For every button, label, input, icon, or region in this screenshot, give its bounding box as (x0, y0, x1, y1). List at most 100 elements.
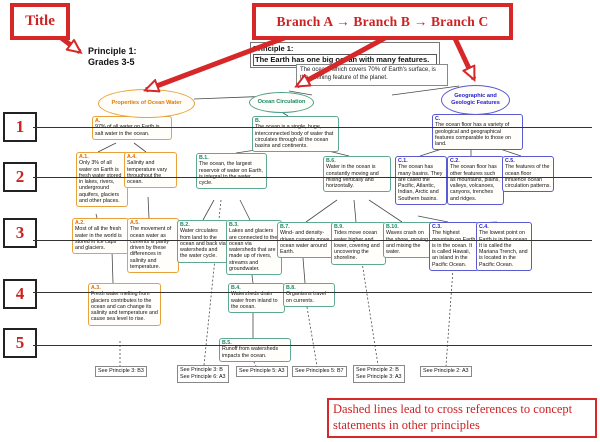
concept-box-C1: C.1. The ocean has many basins. They are… (395, 156, 447, 205)
cross-ref-text: See Principle 3: B3 (98, 368, 144, 374)
concept-label-B6: B.6. (326, 158, 336, 164)
concept-box-B: B. The ocean is a single, huge, intercon… (252, 116, 339, 153)
concept-box-C4: C.4. The lowest point on Earth is in the… (476, 222, 532, 271)
concept-box-B10: B.10. Waves crash on the shore, moving a… (383, 222, 433, 259)
concept-box-C5: C.5. The features of the ocean floor inf… (502, 156, 554, 193)
concept-text-A3: Fresh water melting from glaciers contri… (91, 291, 158, 323)
concept-box-A2: A.2. Most of all the fresh water in the … (72, 218, 129, 255)
row-number-4: 4 (3, 279, 37, 309)
grade-band-line2: Grades 3-5 (88, 57, 135, 68)
concept-label-B10: B.10. (386, 224, 399, 230)
concept-box-B5: B.5. Runoff from watersheds impacts the … (219, 338, 291, 362)
concept-text-B1: The ocean, the largest reservoir of wate… (199, 161, 263, 186)
concept-text-A1: Only 3% of all water on Earth is fresh w… (79, 160, 122, 204)
concept-label-C: C. (435, 116, 441, 122)
grade-band-label: Principle 1: Grades 3-5 (88, 46, 137, 69)
concept-text-C: The ocean floor has a variety of geologi… (435, 122, 511, 147)
concept-label-B8: B.8. (286, 285, 296, 291)
branch-callout-label: Branch A → Branch B → Branch C (276, 13, 489, 29)
concept-box-B4: B.4. Watersheds drain water from inland … (228, 283, 285, 313)
cross-ref-principle3-b-principle6-a3: See Principle 3: B See Principle 6: A3 (177, 365, 229, 384)
row-number-5-label: 5 (15, 333, 25, 352)
row-number-2-label: 2 (15, 167, 25, 186)
concept-label-B3: B.3. (229, 222, 239, 228)
concept-box-C3: C.3. The highest mountain on Earth is in… (429, 222, 479, 271)
concept-text-C1: The ocean has many basins. They are call… (398, 164, 443, 202)
concept-text-B: The ocean is a single, huge, interconnec… (255, 124, 334, 149)
concept-box-B6: B.6. Water in the ocean is constantly mo… (323, 156, 391, 193)
title-callout-box: Title (10, 3, 70, 40)
row-number-3-label: 3 (15, 223, 25, 242)
cross-ref-text: See Principle 3: A3 (356, 374, 402, 381)
concept-label-B5: B.5. (222, 340, 232, 346)
concept-text-B8: Organisms travel on currents. (286, 291, 327, 304)
concept-box-B3: B.3. Lakes and glaciers are connected to… (226, 220, 282, 275)
concept-box-B8: B.8. Organisms travel on currents. (283, 283, 335, 307)
concept-label-C1: C.1. (398, 158, 408, 164)
cross-ref-principle2-a3: See Principle 2: A3 (420, 366, 472, 378)
concept-label-C5: C.5. (505, 158, 515, 164)
branch-callout-box: Branch A → Branch B → Branch C (252, 3, 513, 40)
concept-label-B7: B.7. (280, 224, 290, 230)
concept-label-A1: A.1. (79, 154, 89, 160)
branch-oval-properties-of-ocean-water: Properties of Ocean Water (98, 89, 195, 118)
concept-label-A2: A.2. (75, 220, 85, 226)
row-number-1: 1 (3, 112, 37, 142)
concept-box-C2: C.2. The ocean floor has other features … (447, 156, 504, 205)
branch-oval-ocean-circulation: Ocean Circulation (249, 92, 314, 113)
concept-text-C2: The ocean floor has other features such … (450, 164, 500, 202)
concept-text-A5: The movement of ocean water as currents … (130, 226, 172, 270)
branch-oval-geographic-geologic-features: Geographic and Geologic Features (441, 85, 510, 115)
cross-ref-principle2-b-principle3-a3: See Principle 2: B See Principle 3: A3 (353, 365, 405, 384)
concept-box-A3: A.3. Fresh water melting from glaciers c… (88, 283, 161, 326)
concept-box-A1: A.1. Only 3% of all water on Earth is fr… (76, 152, 128, 207)
dashed-lines-note-box: Dashed lines lead to cross references to… (327, 398, 597, 438)
concept-label-A3: A.3. (91, 285, 101, 291)
concept-box-B2: B.2. Water circulates from land to the o… (177, 220, 229, 263)
dashed-lines-note-text: Dashed lines lead to cross references to… (333, 402, 573, 432)
concept-label-C2: C.2. (450, 158, 460, 164)
cross-ref-principle5-a3: See Principle 5: A3 (236, 366, 288, 378)
concept-label-C4: C.4. (479, 224, 489, 230)
concept-text-C5: The features of the ocean floor influenc… (505, 164, 551, 189)
concept-text-B6: Water in the ocean is constantly moving … (326, 164, 379, 189)
cross-ref-text: See Principle 2: B (356, 367, 399, 373)
concept-box-B7: B.7. Wind- and density-driven currents m… (277, 222, 335, 259)
concept-label-B9: B.9. (334, 224, 344, 230)
concept-box-B1: B.1. The ocean, the largest reservoir of… (196, 153, 267, 190)
concept-text-C3: The highest mountain on Earth is in the … (432, 230, 476, 268)
concept-box-A4: A.4. Salinity and temperature vary throu… (124, 152, 177, 189)
cross-ref-text: See Principle 2: A3 (423, 368, 469, 374)
cross-ref-text: See Principles 5: B7 (295, 368, 344, 374)
concept-text-B4: Watersheds drain water from inland to th… (231, 291, 278, 310)
grade-band-line1: Principle 1: (88, 46, 137, 56)
concept-label-C3: C.3. (432, 224, 442, 230)
concept-label-B: B. (255, 118, 261, 124)
concept-text-A2: Most of all the fresh water in the world… (75, 226, 122, 251)
concept-text-B5: Runoff from watersheds impacts the ocean… (222, 346, 279, 359)
cross-ref-principles5-b7: See Principles 5: B7 (292, 366, 347, 378)
row-number-5: 5 (3, 328, 37, 358)
concept-box-B9: B.9. Tides move ocean water higher and l… (331, 222, 386, 265)
concept-label-B2: B.2. (180, 222, 190, 228)
concept-label-B1: B.1. (199, 155, 209, 161)
concept-text-B3: Lakes and glaciers are connected to the … (229, 228, 278, 272)
cross-ref-text: See Principle 6: A3 (180, 374, 226, 381)
concept-text-C4: The lowest point on Earth is in the ocea… (479, 230, 529, 268)
cross-ref-principle3-b3: See Principle 3: B3 (95, 366, 147, 378)
concept-box-C: C. The ocean floor has a variety of geol… (432, 114, 523, 151)
concept-text-B9: Tides move ocean water higher and lower,… (334, 230, 380, 262)
concept-text-B7: Wind- and density-driven currents move o… (280, 230, 330, 255)
concept-text-A4: Salinity and temperature vary throughout… (127, 160, 168, 185)
concept-label-B4: B.4. (231, 285, 241, 291)
cross-ref-text: See Principle 5: A3 (239, 368, 285, 374)
concept-text-B10: Waves crash on the shore, moving and mix… (386, 230, 429, 255)
concept-text-A: 97% of all water on Earth is salt water … (95, 124, 160, 137)
concept-box-A5: A.5. The movement of ocean water as curr… (127, 218, 179, 273)
concept-label-A5: A.5. (130, 220, 140, 226)
concept-box-A: A. 97% of all water on Earth is salt wat… (92, 116, 172, 140)
row-number-2: 2 (3, 162, 37, 192)
concept-text-B2: Water circulates from land to the ocean … (180, 228, 226, 260)
principle-description-box: The ocean, which covers 70% of Earth's s… (296, 64, 448, 86)
